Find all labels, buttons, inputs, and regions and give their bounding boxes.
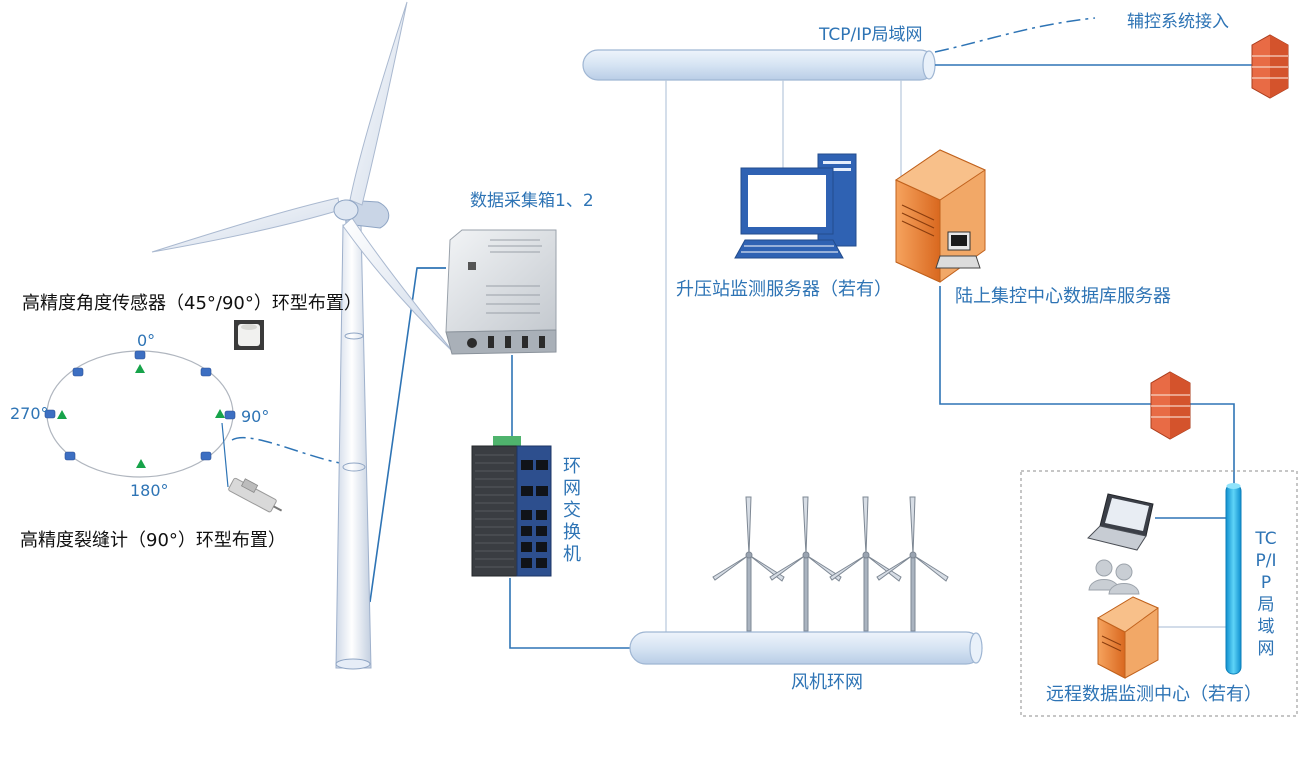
angle-0-label: 0°: [137, 331, 156, 350]
blue-links: [369, 64, 1256, 649]
angle-sensor-label: 高精度角度传感器（45°/90°）环型布置）: [22, 293, 362, 314]
lan-cable-right: [1225, 483, 1242, 675]
lan-pipe-top: [582, 49, 936, 81]
lan-top-label: TCP/IP局域网: [819, 25, 923, 45]
collector-label: 数据采集箱1、2: [470, 191, 594, 211]
angle-90-label: 90°: [241, 407, 270, 426]
lan-right-label: TCP/IP局域网: [1255, 529, 1277, 659]
remote-center-label: 远程数据监测中心（若有）: [1046, 684, 1262, 705]
firewall-icon: [1150, 371, 1191, 440]
sensor-ring: [44, 350, 236, 478]
desktop-computer-icon: [734, 153, 857, 259]
collector-box-icon: [445, 229, 557, 355]
aux-access-label: 辅控系统接入: [1127, 12, 1229, 32]
booster-server-label: 升压站监测服务器（若有）: [676, 279, 892, 300]
wind-turbine-icon: [151, 1, 454, 670]
ring-switch-label: 环网交换机: [563, 456, 581, 565]
network-switch-icon: [471, 436, 552, 577]
remote-center-frame: [1020, 470, 1298, 717]
crack-meter-device-icon: [228, 477, 283, 513]
turbine-ring-pipe: [629, 631, 983, 665]
server-tower-icon: [1096, 596, 1159, 679]
angle-sensor-device-icon: [234, 320, 264, 350]
onshore-db-label: 陆上集控中心数据库服务器: [955, 286, 1171, 307]
angle-180-label: 180°: [130, 481, 169, 500]
offshore-turbines: [712, 496, 949, 632]
crack-meter-marker: [57, 364, 225, 468]
wind-turbine-icon: [712, 496, 785, 632]
wind-turbine-icon: [876, 496, 949, 632]
wind-turbine-icon: [769, 496, 842, 632]
angle-270-label: 270°: [10, 404, 49, 423]
crack-meter-lead: [221, 422, 229, 488]
turbine-ring-label: 风机环网: [791, 672, 863, 693]
server-tower-icon: [894, 149, 987, 283]
firewall-icon: [1251, 34, 1289, 99]
angle-sensor-marker: [44, 350, 236, 461]
wind-turbine-icon: [829, 496, 902, 632]
laptop-icon: [1087, 493, 1154, 551]
aux-link-dashdot: [231, 17, 1096, 464]
users-icon: [1088, 559, 1140, 595]
crack-meter-label: 高精度裂缝计（90°）环型布置）: [20, 530, 286, 551]
